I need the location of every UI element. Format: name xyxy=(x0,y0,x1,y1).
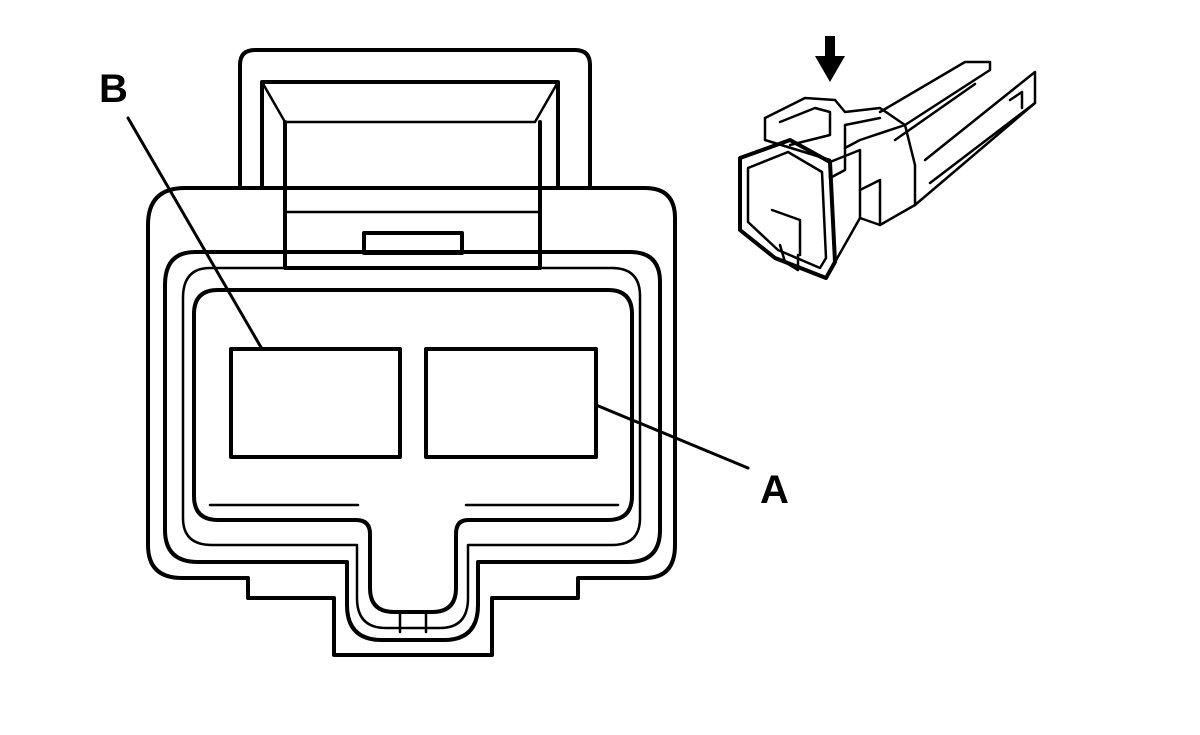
connector-rim xyxy=(163,250,662,642)
iso-side-face xyxy=(828,148,862,264)
callout-b-label: B xyxy=(99,67,128,111)
down-arrow-icon xyxy=(815,36,845,82)
wire-lower-tip xyxy=(1008,90,1024,110)
wire-upper xyxy=(878,60,992,127)
connector-face-view: B A xyxy=(99,48,789,657)
connector-iso-view xyxy=(738,36,1037,280)
connector-body-outer xyxy=(146,186,677,657)
callout-b-leader xyxy=(126,116,264,351)
cavity-wall xyxy=(181,266,642,630)
wire-upper-shadow xyxy=(893,82,977,142)
latch-frame xyxy=(260,80,560,190)
iso-front-face xyxy=(738,138,837,280)
callout-a-leader xyxy=(594,403,750,470)
iso-front-key xyxy=(778,243,800,272)
wire-lower xyxy=(913,70,1037,207)
iso-front-divider xyxy=(770,208,802,257)
cavity-opening xyxy=(192,288,634,614)
latch-bevel xyxy=(260,80,560,124)
iso-side-edge xyxy=(858,178,882,227)
latch-plate xyxy=(283,120,542,270)
latch-housing-outer xyxy=(238,48,592,190)
iso-front-opening xyxy=(746,150,828,270)
iso-rear-body xyxy=(763,96,917,227)
callout-a-label: A xyxy=(760,468,789,512)
iso-latch-inner xyxy=(778,106,832,147)
wire-lower-shadow xyxy=(928,101,1037,185)
terminal-cavity-a xyxy=(424,347,598,459)
iso-latch xyxy=(763,116,907,180)
iso-latch-step xyxy=(843,116,882,150)
terminal-cavity-b xyxy=(229,347,402,459)
